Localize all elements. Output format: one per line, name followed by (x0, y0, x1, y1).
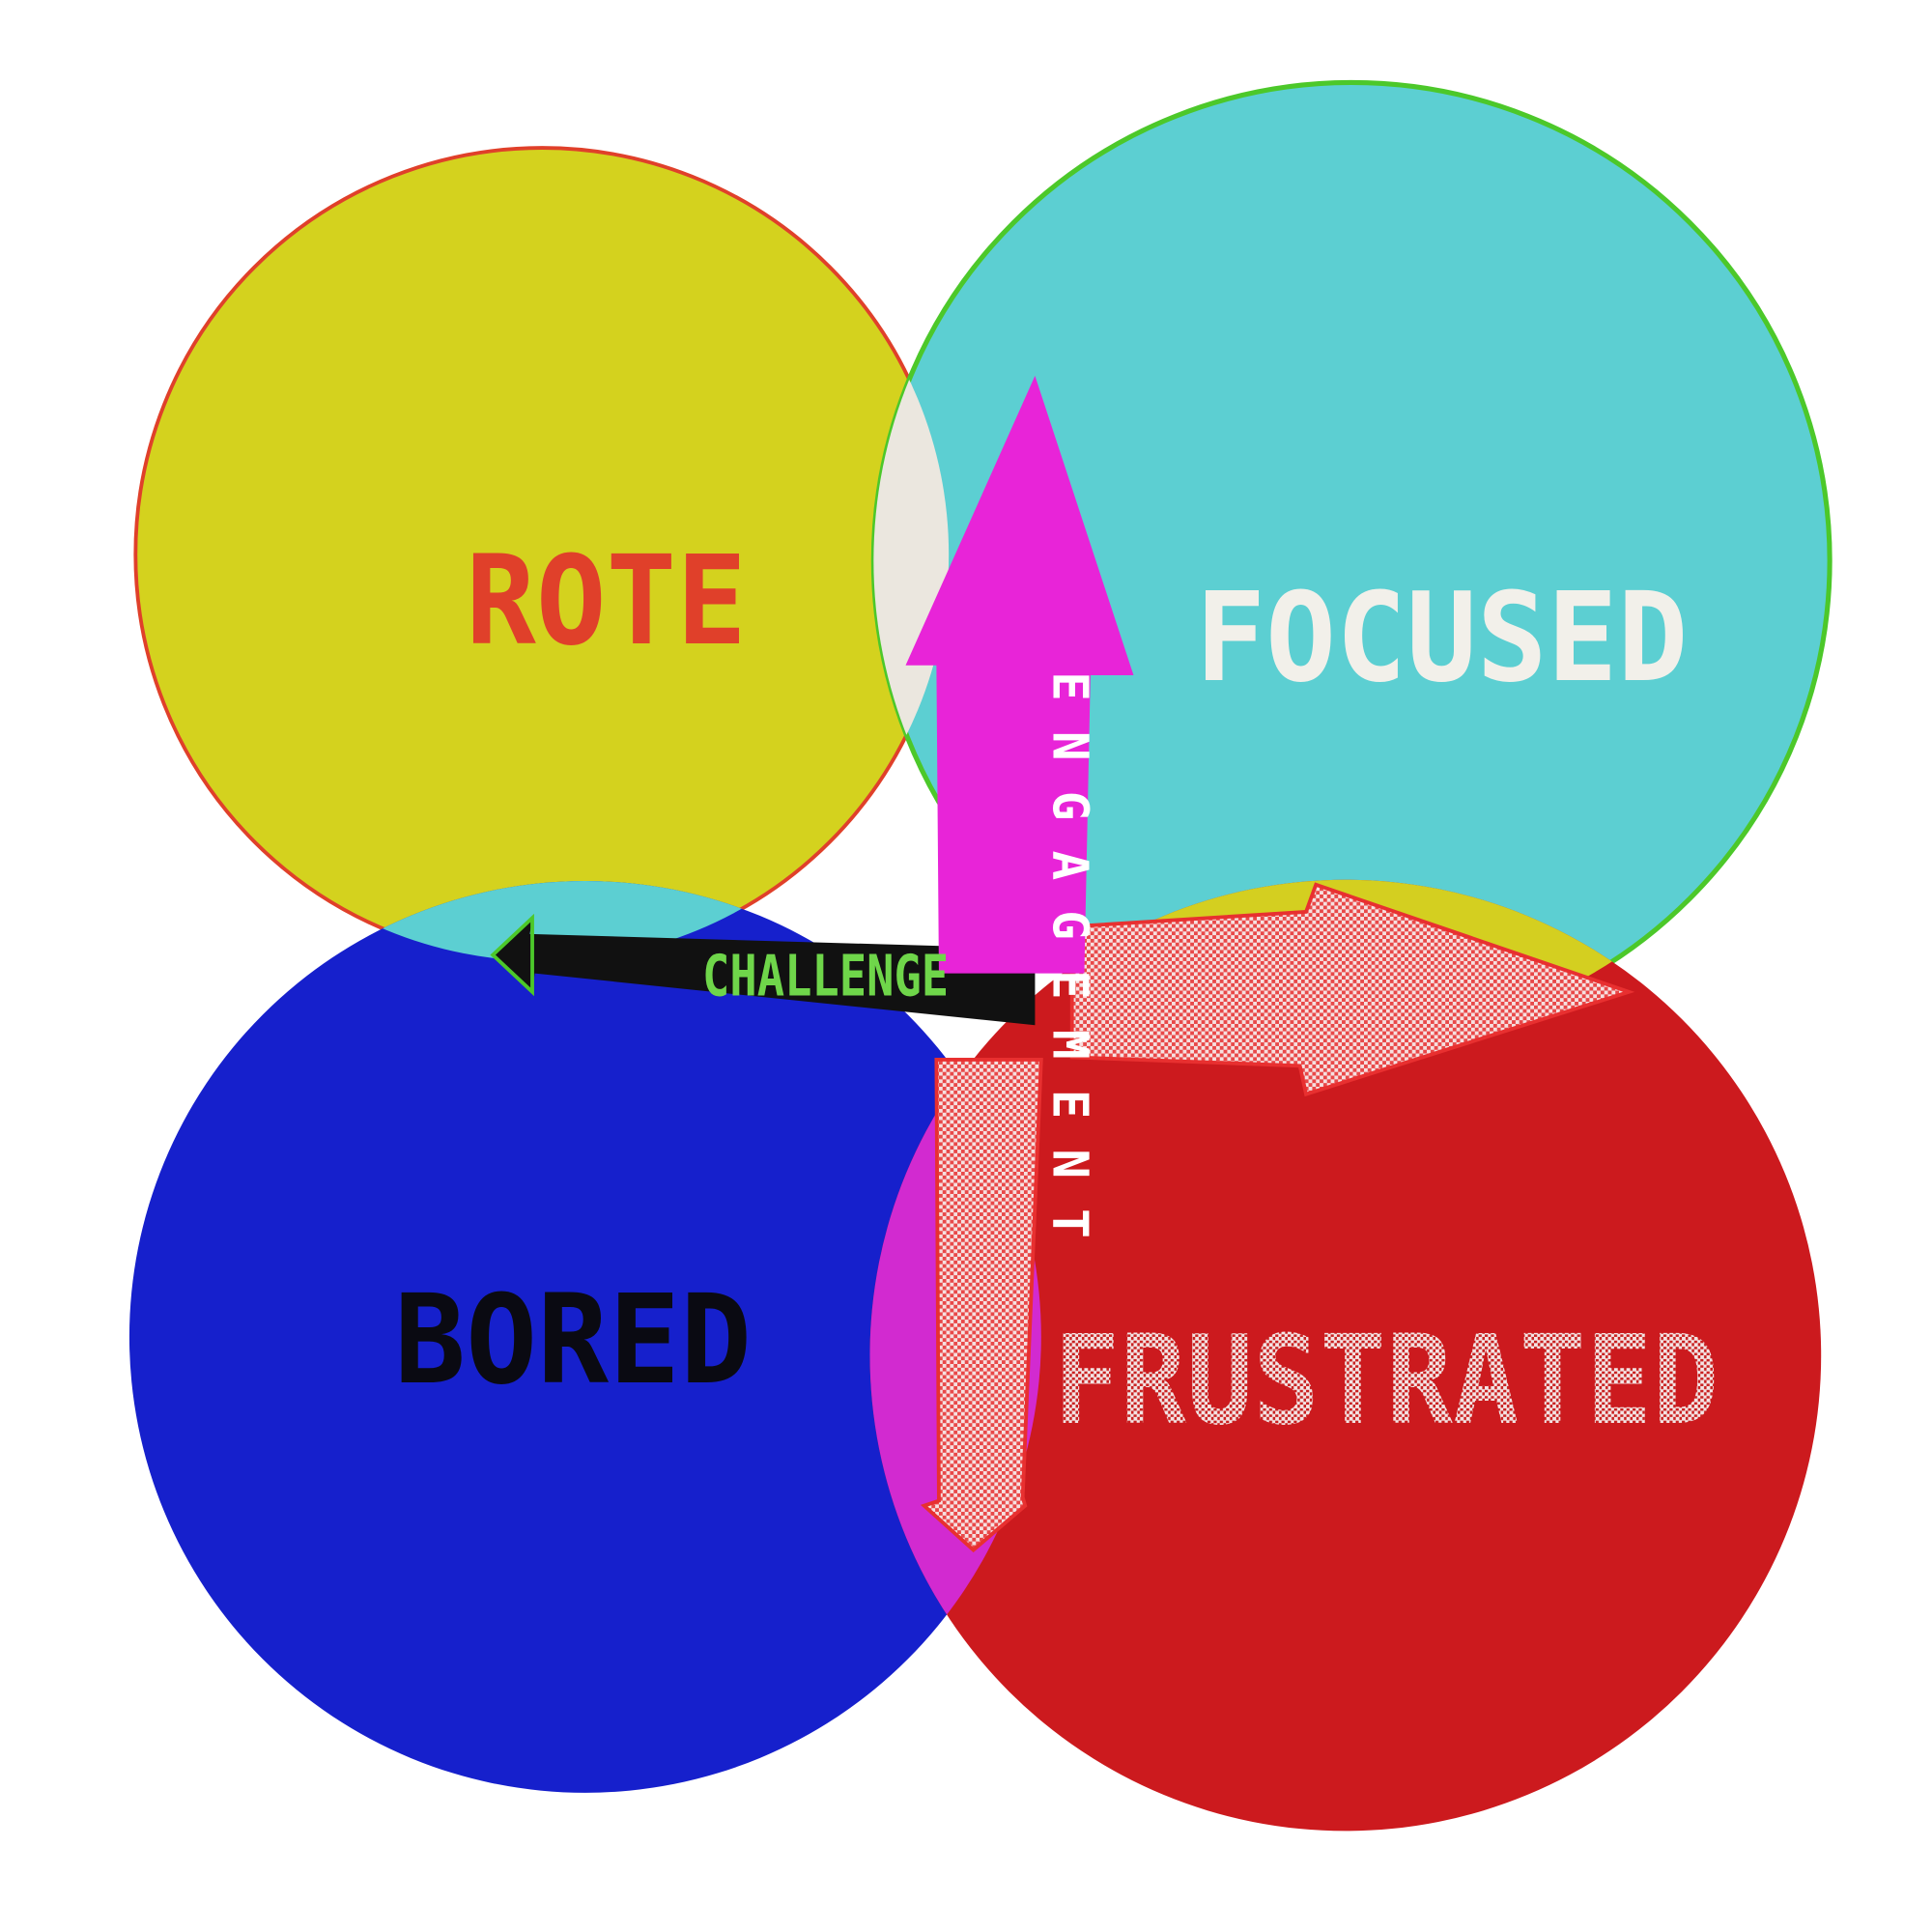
label-challenge: CHALLENGE (702, 944, 949, 1009)
circle-frustrated (869, 879, 1822, 1832)
challenge-arrow-right (1069, 882, 1635, 1097)
challenge-arrow-left-shadow (490, 913, 534, 997)
challenge-arrow-left (493, 918, 1036, 1026)
label-bored: BORED (394, 1269, 752, 1412)
label-focused: FOCUSED (1195, 567, 1688, 710)
engagement-arrow-down (920, 1058, 1043, 1553)
engagement-arrow-up (905, 376, 1134, 974)
circle-bored (128, 880, 1041, 1793)
label-rote: ROTE (466, 530, 747, 673)
label-frustrated: FRUSTRATED (1054, 1310, 1719, 1453)
